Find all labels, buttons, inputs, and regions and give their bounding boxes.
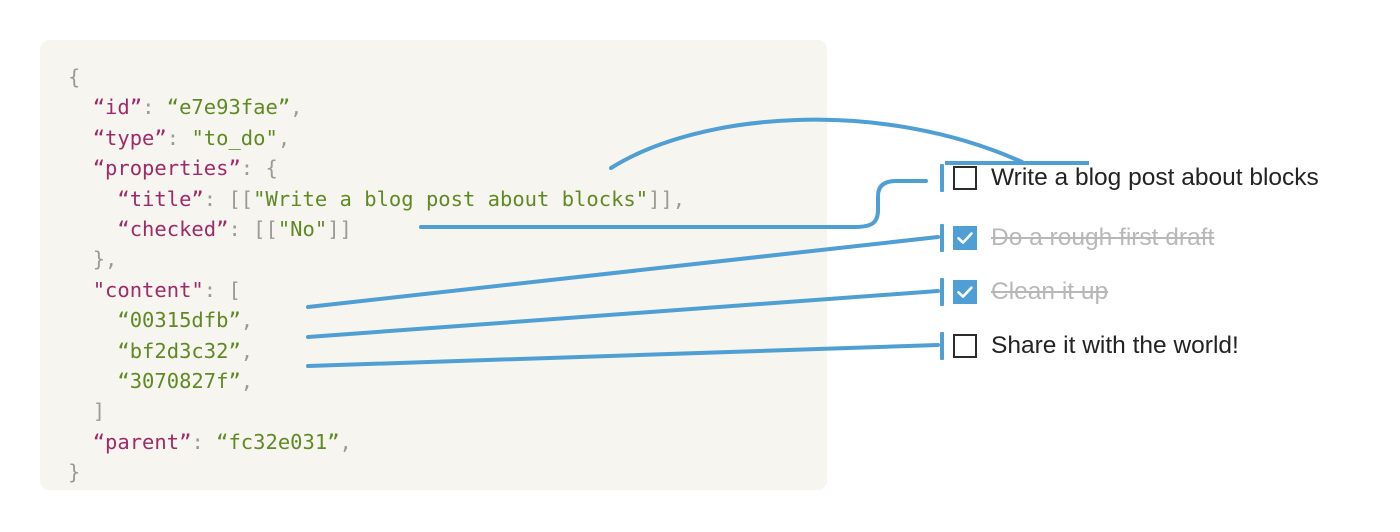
code-token: [[ bbox=[253, 216, 278, 241]
code-line: “3070827f”, bbox=[68, 366, 827, 396]
code-line: "content": [ bbox=[68, 275, 827, 305]
todo-row[interactable]: Write a blog post about blocks bbox=[940, 160, 1319, 196]
code-token: : [ bbox=[203, 277, 241, 302]
code-line: ] bbox=[68, 396, 827, 426]
code-line: }, bbox=[68, 244, 827, 274]
code-token: “title” bbox=[117, 186, 204, 211]
todo-label: Clean it up bbox=[991, 278, 1109, 305]
code-line: “00315dfb”, bbox=[68, 305, 827, 335]
code-line: “id”: “e7e93fae”, bbox=[68, 92, 827, 122]
code-token: “e7e93fae” bbox=[166, 95, 291, 120]
code-token: ]] bbox=[327, 216, 352, 241]
code-token: "to_do" bbox=[191, 125, 278, 150]
code-token: : bbox=[228, 216, 254, 241]
code-token: , bbox=[290, 95, 303, 120]
todo-row[interactable]: Do a rough first draft bbox=[940, 220, 1214, 256]
connector-tick-icon bbox=[940, 278, 944, 306]
code-token: “id” bbox=[92, 95, 143, 120]
connector-tick-icon bbox=[940, 224, 944, 252]
code-line: “parent”: “fc32e031”, bbox=[68, 427, 827, 457]
code-token: [[ bbox=[228, 186, 254, 211]
code-token: : bbox=[142, 95, 167, 120]
code-token: : bbox=[203, 186, 229, 211]
json-code-panel: { “id”: “e7e93fae”, “type”: "to_do", “pr… bbox=[40, 40, 827, 490]
code-token: “type” bbox=[92, 125, 167, 150]
code-token: , bbox=[240, 338, 254, 363]
connector-tick-icon bbox=[940, 164, 944, 192]
code-token: “fc32e031” bbox=[216, 429, 340, 454]
code-token: ] bbox=[92, 399, 106, 424]
todo-row[interactable]: Clean it up bbox=[940, 274, 1108, 310]
code-line: “title”: [["Write a blog post about bloc… bbox=[68, 184, 827, 214]
code-token: “parent” bbox=[92, 429, 192, 454]
code-token: } bbox=[68, 460, 81, 485]
todo-label: Write a blog post about blocks bbox=[991, 164, 1319, 191]
checkbox-checked-icon[interactable] bbox=[953, 280, 977, 304]
code-token: , bbox=[240, 368, 254, 393]
code-token: : bbox=[166, 125, 192, 150]
connector-tick-icon bbox=[940, 332, 944, 360]
checkbox-empty-icon[interactable] bbox=[953, 166, 977, 190]
todo-row[interactable]: Share it with the world! bbox=[940, 328, 1239, 364]
code-token: , bbox=[339, 429, 352, 454]
code-token: : bbox=[191, 429, 217, 454]
code-line: “bf2d3c32”, bbox=[68, 336, 827, 366]
check-glyph-icon bbox=[957, 286, 973, 298]
code-token: : { bbox=[240, 156, 278, 181]
code-token: "content" bbox=[92, 277, 204, 302]
todo-label: Share it with the world! bbox=[991, 332, 1239, 359]
code-token: }, bbox=[92, 247, 118, 272]
code-token: , bbox=[240, 308, 254, 333]
code-token: “bf2d3c32” bbox=[117, 338, 241, 363]
code-token: “00315dfb” bbox=[117, 308, 241, 333]
check-glyph-icon bbox=[957, 232, 973, 244]
code-token: ]], bbox=[648, 186, 686, 211]
code-line: } bbox=[68, 457, 827, 487]
code-token: , bbox=[277, 125, 291, 150]
code-token: { bbox=[68, 65, 81, 89]
checkbox-checked-icon[interactable] bbox=[953, 226, 977, 250]
code-token: “3070827f” bbox=[117, 368, 241, 393]
code-token: “checked” bbox=[117, 216, 229, 241]
todo-label: Do a rough first draft bbox=[991, 224, 1215, 251]
code-line: “properties”: { bbox=[68, 153, 827, 183]
code-token: "Write a blog post about blocks" bbox=[253, 186, 649, 211]
json-code-block: { “id”: “e7e93fae”, “type”: "to_do", “pr… bbox=[40, 62, 827, 487]
code-token: "No" bbox=[277, 216, 328, 241]
code-line: “type”: "to_do", bbox=[68, 123, 827, 153]
code-token: “properties” bbox=[92, 156, 241, 181]
checkbox-empty-icon[interactable] bbox=[953, 334, 977, 358]
code-line: “checked”: [["No"]] bbox=[68, 214, 827, 244]
code-line: { bbox=[68, 62, 827, 92]
